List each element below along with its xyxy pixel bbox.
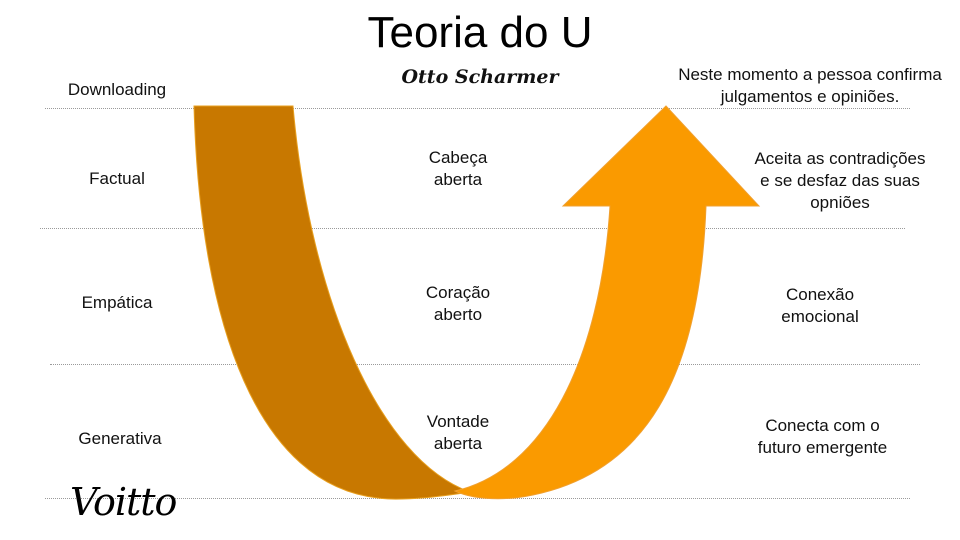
center-label-coracao: Coração aberto xyxy=(393,282,523,326)
u-arrow-right-arm xyxy=(453,105,761,500)
diagram-title: Teoria do U xyxy=(367,8,593,57)
right-label-factual: Aceita as contradições e se desfaz das s… xyxy=(740,148,940,214)
right-label-line: emocional xyxy=(781,307,859,326)
voitto-logo: Voitto xyxy=(70,480,177,524)
right-label-line: opniões xyxy=(810,193,870,212)
center-label-line: Coração xyxy=(425,283,491,302)
u-arrow-left-arm xyxy=(193,105,471,500)
right-label-line: Aceita as contradições xyxy=(754,149,926,168)
center-label-line: Vontade xyxy=(426,412,490,431)
right-label-line: futuro emergente xyxy=(757,438,888,457)
level-label-downloading: Downloading xyxy=(67,80,167,99)
center-label-vontade: Vontade aberta xyxy=(393,411,523,455)
level-label-empatica: Empática xyxy=(81,293,153,312)
center-label-cabeca: Cabeça aberta xyxy=(393,147,523,191)
center-label-line: aberto xyxy=(433,305,483,324)
level-label-factual: Factual xyxy=(89,169,145,188)
center-label-line: Cabeça xyxy=(428,148,488,167)
right-label-line: e se desfaz das suas xyxy=(760,171,920,190)
separator-line xyxy=(50,364,920,365)
center-label-line: aberta xyxy=(433,434,483,453)
separator-line xyxy=(40,228,905,229)
right-label-generativa: Conecta com o futuro emergente xyxy=(735,415,910,459)
right-label-line: Conecta com o xyxy=(765,416,880,435)
diagram-subtitle: Otto Scharmer xyxy=(401,66,559,88)
right-label-line: julgamentos e opiniões. xyxy=(720,87,900,106)
right-label-line: Neste momento a pessoa confirma xyxy=(678,65,942,84)
separator-line xyxy=(45,498,910,499)
level-label-generativa: Generativa xyxy=(78,429,162,448)
right-label-line: Conexão xyxy=(785,285,855,304)
right-label-downloading: Neste momento a pessoa confirma julgamen… xyxy=(660,64,960,108)
right-label-empatica: Conexão emocional xyxy=(740,284,900,328)
separator-line xyxy=(45,108,910,109)
center-label-line: aberta xyxy=(433,170,483,189)
